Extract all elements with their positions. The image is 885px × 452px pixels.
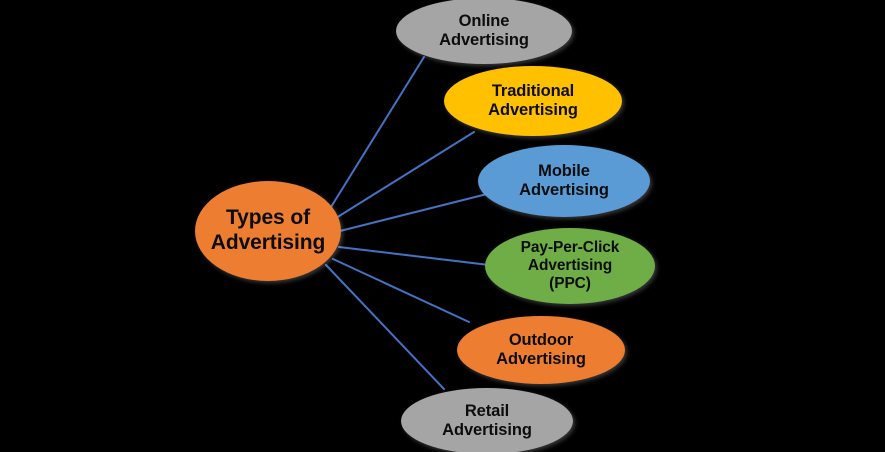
node-types-of-advertising[interactable]: Types of Advertising — [195, 181, 341, 281]
node-label: Outdoor Advertising — [496, 330, 586, 368]
node-label: Types of Advertising — [210, 206, 326, 254]
connector-line-mobile-advertising — [339, 193, 488, 232]
connector-line-retail-advertising — [325, 264, 445, 390]
node-mobile-advertising[interactable]: Mobile Advertising — [478, 145, 650, 217]
connector-line-outdoor-advertising — [332, 258, 470, 323]
node-outdoor-advertising[interactable]: Outdoor Advertising — [457, 316, 625, 384]
connector-line-traditional-advertising — [335, 131, 475, 219]
node-label: Online Advertising — [439, 11, 529, 49]
node-traditional-advertising[interactable]: Traditional Advertising — [444, 66, 622, 136]
connector-line-pay-per-click-advertising — [338, 246, 490, 266]
node-pay-per-click-advertising[interactable]: Pay-Per-Click Advertising (PPC) — [485, 228, 655, 304]
connector-line-online-advertising — [330, 56, 425, 208]
node-label: Mobile Advertising — [519, 161, 609, 199]
node-label: Retail Advertising — [442, 401, 532, 439]
node-online-advertising[interactable]: Online Advertising — [396, 0, 572, 64]
node-retail-advertising[interactable]: Retail Advertising — [401, 388, 573, 452]
node-label: Pay-Per-Click Advertising (PPC) — [520, 238, 620, 293]
node-label: Traditional Advertising — [488, 81, 578, 119]
